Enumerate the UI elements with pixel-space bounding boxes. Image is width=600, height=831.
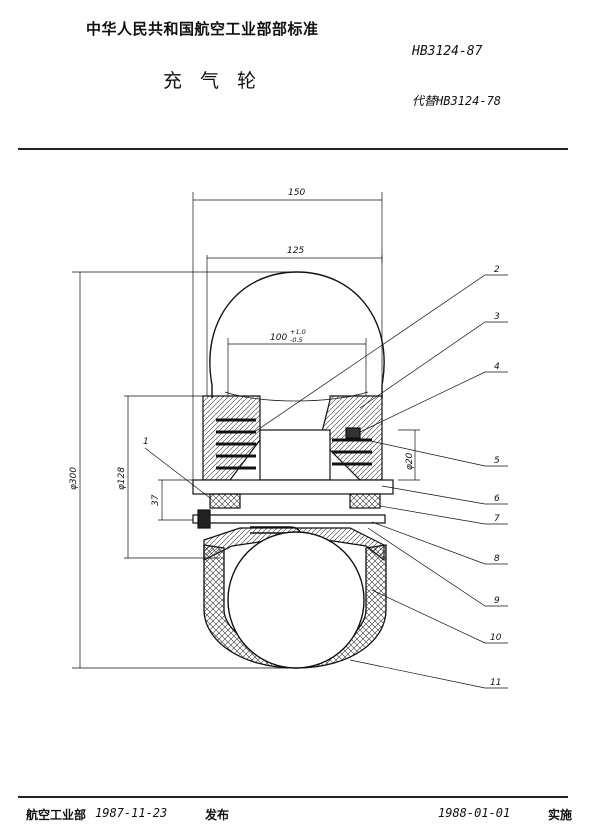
document-title: 充 气 轮: [163, 70, 263, 92]
part-label-5: 5: [494, 456, 500, 466]
part-label-8: 8: [494, 554, 500, 564]
footer-implementation-date: 1988-01-01: [438, 806, 511, 820]
part-label-1: 1: [143, 437, 149, 447]
standard-organization: 中华人民共和国航空工业部部标准: [86, 20, 319, 38]
part-label-7: 7: [494, 514, 500, 524]
part-label-6: 6: [494, 494, 500, 504]
part-label-2: 2: [494, 265, 500, 275]
part-label-4: 4: [494, 362, 500, 372]
dim-inner-width: 125: [287, 246, 304, 256]
dim-rim-diameter: φ128: [117, 467, 127, 490]
dim-rim-tol-upper: +1.0: [290, 328, 306, 336]
dim-offset: 37: [151, 494, 161, 506]
dim-rim-tol-lower: -0.5: [290, 336, 303, 344]
part-label-10: 10: [490, 633, 502, 643]
leader-lines: [144, 274, 508, 689]
dimension-lines: [72, 192, 420, 669]
part-label-9: 9: [494, 596, 500, 606]
footer-implemented-label: 实施: [548, 808, 573, 822]
header-divider: [18, 148, 568, 150]
part-label-11: 11: [490, 678, 501, 688]
part-label-3: 3: [494, 312, 500, 322]
replaces-standard: 代替HB3124-78: [412, 94, 502, 108]
dim-bore: φ20: [405, 452, 415, 470]
dim-overall-width: 150: [288, 188, 305, 198]
footer-divider: [18, 796, 568, 798]
footer-issue-date: 1987-11-23: [95, 806, 168, 820]
dim-rim-width: 100: [270, 333, 287, 343]
standard-code: HB3124-87: [412, 44, 483, 59]
lower-tire: [203, 531, 387, 669]
upper-hub: [192, 395, 394, 509]
footer-issued-label: 发布: [205, 808, 230, 822]
dim-outer-diameter: φ300: [69, 467, 79, 490]
footer-organization: 航空工业部: [26, 808, 87, 822]
